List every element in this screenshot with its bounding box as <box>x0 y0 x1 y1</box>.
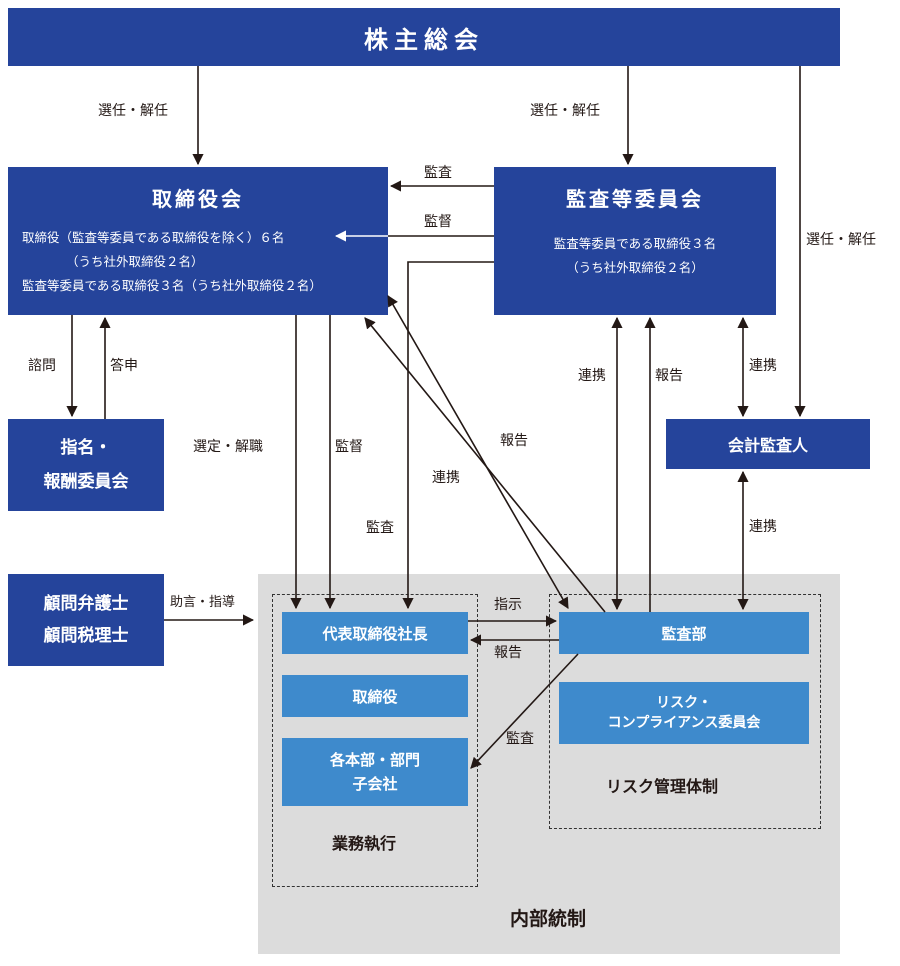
shareholders-meeting-title: 株主総会 <box>364 25 484 54</box>
board-box: 取締役会 取締役（監査等委員である取締役を除く）６名 （うち社外取締役２名） 監… <box>8 167 388 315</box>
label-supervise-board: 監督 <box>424 214 452 230</box>
nomination-committee-box: 指名・ 報酬委員会 <box>8 419 164 511</box>
arrow-audit-divisions <box>470 653 579 769</box>
label-consult: 諮問 <box>28 358 56 374</box>
label-coop-committee-audit: 連携 <box>578 368 606 384</box>
label-audit-board: 監査 <box>424 165 452 181</box>
label-report-committee: 報告 <box>655 368 683 384</box>
divisions-line-1: 各本部・部門 <box>329 751 420 769</box>
label-report-president: 報告 <box>494 645 522 661</box>
president-box: 代表取締役社長 <box>282 612 468 654</box>
label-coop-committee-accounting: 連携 <box>749 358 777 374</box>
internal-control-label: 内部統制 <box>510 908 587 930</box>
label-report-answer: 答申 <box>110 358 138 374</box>
shareholders-meeting-box: 株主総会 <box>8 8 840 66</box>
label-appoint-dismiss-board: 選任・解任 <box>98 103 168 119</box>
label-coop-accounting-audit: 連携 <box>749 519 777 535</box>
label-audit-divisions: 監査 <box>506 731 534 747</box>
label-coop-board-audit: 連携 <box>432 470 460 486</box>
risk-compliance-committee-box: リスク・ コンプライアンス委員会 <box>559 682 809 744</box>
label-audit-execution: 監査 <box>366 520 394 536</box>
advisors-box: 顧問弁護士 顧問税理士 <box>8 574 164 666</box>
audit-department-label: 監査部 <box>661 624 707 643</box>
audit-committee-line-1: 監査等委員である取締役３名 <box>553 236 717 251</box>
board-line-2: （うち社外取締役２名） <box>66 254 204 269</box>
risk-committee-line-2: コンプライアンス委員会 <box>607 715 761 731</box>
accounting-auditor-box: 会計監査人 <box>666 419 870 469</box>
label-appoint-dismiss-accounting: 選任・解任 <box>806 232 876 248</box>
nomination-line-1: 指名・ <box>60 438 112 458</box>
risk-management-label: リスク管理体制 <box>606 777 719 796</box>
divisions-box: 各本部・部門 子会社 <box>282 738 468 806</box>
label-appoint-dismiss-committee: 選任・解任 <box>530 103 600 119</box>
label-select-dismiss: 選定・解職 <box>193 439 263 455</box>
execution-group <box>272 594 478 887</box>
directors-label: 取締役 <box>352 687 398 706</box>
directors-box: 取締役 <box>282 675 468 717</box>
audit-committee-line-2: （うち社外取締役２名） <box>566 260 704 275</box>
execution-label: 業務執行 <box>332 834 397 853</box>
label-instruction: 指示 <box>494 597 522 613</box>
board-line-1: 取締役（監査等委員である取締役を除く）６名 <box>22 230 285 245</box>
board-line-3: 監査等委員である取締役３名（うち社外取締役２名） <box>22 278 322 293</box>
label-supervise-execution: 監督 <box>335 439 363 455</box>
accounting-auditor-title: 会計監査人 <box>727 436 808 455</box>
audit-committee-title: 監査等委員会 <box>566 187 704 211</box>
audit-department-box: 監査部 <box>559 612 809 654</box>
president-label: 代表取締役社長 <box>322 624 428 643</box>
board-title: 取締役会 <box>152 187 244 211</box>
advisors-line-1: 顧問弁護士 <box>43 594 129 614</box>
divisions-line-2: 子会社 <box>352 775 398 793</box>
arrow-board-coop-audit-dept <box>387 295 569 609</box>
nomination-line-2: 報酬委員会 <box>43 472 129 492</box>
label-advice: 助言・指導 <box>170 595 236 610</box>
risk-committee-line-1: リスク・ <box>656 695 712 711</box>
advisors-line-2: 顧問税理士 <box>43 626 129 646</box>
label-report-audit-board: 報告 <box>500 433 528 449</box>
risk-group <box>549 594 821 829</box>
arrow-audit-committee-audit-execution <box>402 261 494 610</box>
arrow-audit-dept-report-board <box>364 317 606 613</box>
audit-committee-box: 監査等委員会 監査等委員である取締役３名 （うち社外取締役２名） <box>494 167 776 315</box>
